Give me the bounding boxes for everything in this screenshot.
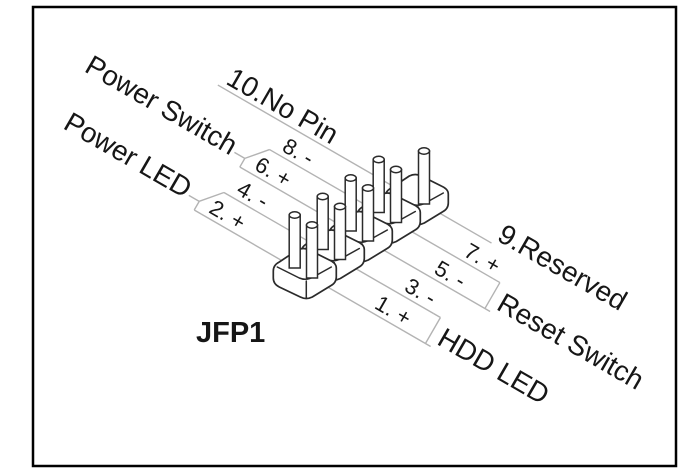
pin-9 bbox=[417, 147, 431, 205]
hdd-led-bracket bbox=[403, 312, 442, 348]
power-led-bracket bbox=[188, 191, 225, 215]
pin-1 bbox=[305, 221, 319, 279]
connector-id-label: JFP1 bbox=[196, 317, 265, 349]
reset-switch-bracket bbox=[462, 277, 501, 313]
pin-4 bbox=[316, 192, 329, 251]
pin-2 bbox=[288, 211, 301, 269]
pin-3 bbox=[333, 202, 347, 261]
leader-line-col5 bbox=[217, 84, 492, 244]
pin-5 bbox=[361, 184, 375, 242]
power-switch-bracket bbox=[234, 148, 270, 172]
pin-8 bbox=[372, 155, 385, 214]
pin-7 bbox=[389, 165, 403, 224]
pin-6 bbox=[344, 174, 357, 232]
